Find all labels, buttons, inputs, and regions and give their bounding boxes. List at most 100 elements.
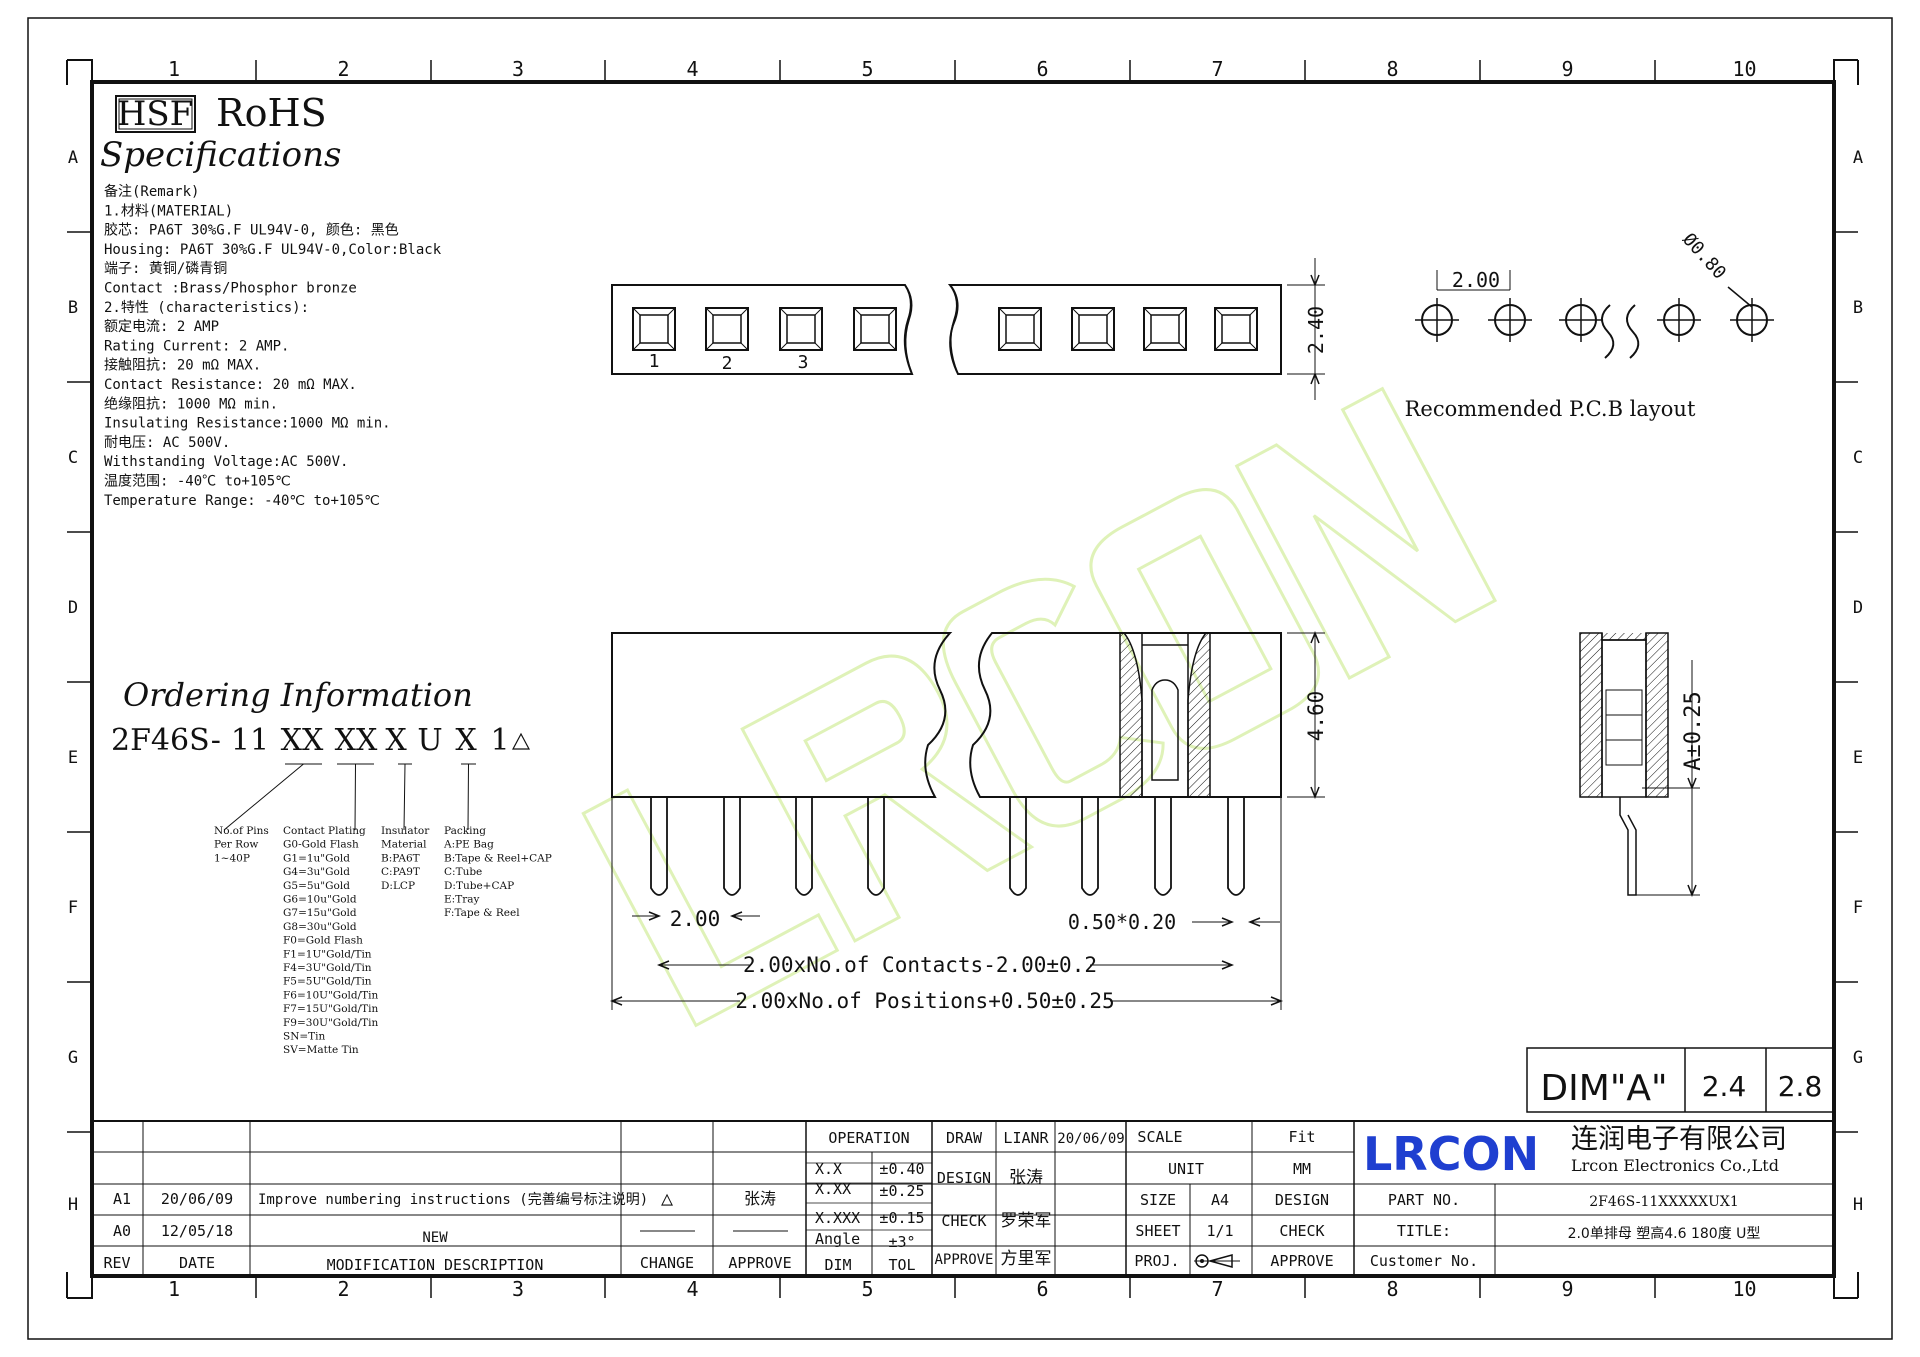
- tolerance-title: OPERATION: [828, 1129, 909, 1147]
- ordering-legend-line: No.of Pins: [214, 825, 269, 837]
- zone-col-label: 9: [1561, 1277, 1573, 1301]
- zone-row-label: F: [1853, 898, 1863, 918]
- pin-label: 1: [649, 351, 660, 372]
- approve-label: APPROVE: [934, 1252, 993, 1268]
- title-block: [92, 1120, 1834, 1276]
- ordering-legend-line: F4=3U"Gold/Tin: [283, 962, 372, 974]
- contact-cavity: [853, 307, 897, 351]
- top-view: 1 2 3 2.40: [611, 258, 1328, 400]
- contact-cavity: [998, 307, 1042, 351]
- zone-row-label: G: [68, 1048, 78, 1068]
- part-prefix: 2F46S-: [111, 723, 221, 758]
- corner-mark: [66, 59, 93, 85]
- tol-dim: X.X: [815, 1160, 842, 1178]
- draw-label: DRAW: [946, 1129, 983, 1147]
- zone-col-label: 10: [1732, 1277, 1756, 1301]
- zone-col-label: 2: [337, 57, 349, 81]
- dim-a-value: 2.4: [1702, 1070, 1747, 1103]
- contact-cavity: [1071, 307, 1115, 351]
- dim-height-2-40: 2.40: [1304, 306, 1328, 354]
- dim-a: A±0.25: [1681, 691, 1706, 770]
- dim-contacts: 2.00xNo.of Contacts-2.00±0.2: [743, 953, 1097, 977]
- size-label: SIZE: [1140, 1191, 1176, 1209]
- ordering-legend-line: C:Tube: [444, 866, 482, 878]
- spec-line: Insulating Resistance:1000 MΩ min.: [104, 416, 391, 432]
- scale-value: Fit: [1288, 1128, 1315, 1146]
- contact-cavity-inner: [1005, 314, 1035, 344]
- ordering-legend-line: F1=1U"Gold/Tin: [283, 948, 372, 960]
- rev-header-desc: MODIFICATION DESCRIPTION: [327, 1256, 544, 1274]
- sheet-label: SHEET: [1135, 1222, 1180, 1240]
- zone-col-label: 5: [861, 1277, 873, 1301]
- ordering-legend-line: F7=15U"Gold/Tin: [283, 1003, 378, 1015]
- zone-col-label: 10: [1732, 57, 1756, 81]
- pcb-pitch-dim: 2.00: [1452, 268, 1500, 292]
- pin-label: 2: [722, 353, 733, 374]
- spec-line: 额定电流: 2 AMP: [104, 319, 219, 335]
- lrcon-watermark: [581, 386, 1498, 1028]
- ordering-legend-line: D:LCP: [381, 880, 415, 892]
- contact-cavity-bevel: [998, 307, 1042, 351]
- hsf-box: [115, 95, 196, 133]
- ordering-legend-line: SN=Tin: [283, 1031, 326, 1043]
- ordering-legend-line: Material: [381, 839, 427, 851]
- meta-design-label: DESIGN: [1275, 1191, 1329, 1209]
- unit-value: MM: [1293, 1160, 1311, 1178]
- side-view: A±0.25: [1579, 632, 1706, 898]
- tol-value: ±0.15: [879, 1209, 924, 1227]
- contact-pin: [867, 797, 885, 896]
- company-name-cn: 连润电子有限公司: [1571, 1124, 1787, 1155]
- rev-header-date: DATE: [179, 1254, 215, 1272]
- rev-id: A1: [113, 1190, 131, 1208]
- check-name: 罗荣军: [1001, 1211, 1052, 1231]
- zone-col-label: 2: [337, 1277, 349, 1301]
- zone-col-label: 7: [1211, 57, 1223, 81]
- company-logo: LRCON: [1363, 1127, 1539, 1181]
- zone-col-label: 5: [861, 57, 873, 81]
- zone-row-label: H: [68, 1195, 78, 1215]
- rev-header-change: CHANGE: [640, 1254, 694, 1272]
- ordering-legend-line: G5=5u"Gold: [283, 880, 350, 892]
- spec-line: 温度范围: -40℃ to+105℃: [104, 473, 291, 490]
- draw-date: 20/06/09: [1057, 1131, 1124, 1147]
- ordering-legend-line: F0=Gold Flash: [283, 935, 363, 947]
- pcb-layout: 2.00 Ø0.80 Recommended P.C.B layout: [1405, 229, 1774, 421]
- part-no-value: 2F46S-11XXXXXUX1: [1589, 1194, 1739, 1210]
- zone-col-label: 6: [1036, 1277, 1048, 1301]
- dim-a-table: DIM"A" 2.4 2.8: [1526, 1047, 1835, 1113]
- corner-mark: [1833, 1272, 1859, 1299]
- zone-col-label: 1: [168, 57, 180, 81]
- ordering-legend-line: G8=30u"Gold: [283, 921, 357, 933]
- contact-pin: [1227, 797, 1245, 896]
- zone-row-label: E: [1853, 748, 1863, 768]
- zone-col-label: 3: [512, 57, 524, 81]
- meta-check-label: CHECK: [1279, 1222, 1324, 1240]
- tol-dim: X.XX: [815, 1180, 851, 1198]
- ordering-legend-line: G0-Gold Flash: [283, 839, 359, 851]
- tol-value: ±3°: [888, 1233, 915, 1251]
- ordering-legend-line: D:Tube+CAP: [444, 880, 514, 892]
- ordering-legend-line: Contact Plating: [283, 825, 366, 837]
- ordering-legend-line: A:PE Bag: [443, 839, 494, 851]
- zone-row-label: H: [1853, 1195, 1863, 1215]
- rev-header-approve: APPROVE: [728, 1254, 791, 1272]
- spec-line: 绝缘阻抗: 1000 MΩ min.: [104, 396, 278, 412]
- contact-pin: [1009, 797, 1027, 896]
- ordering-legend-line: F:Tape & Reel: [444, 907, 520, 919]
- projection-symbol-icon: [1194, 1254, 1240, 1268]
- zone-col-label: 4: [686, 1277, 698, 1301]
- part-code-field: 11: [231, 723, 269, 758]
- zone-col-label: 8: [1386, 57, 1398, 81]
- ordering-legend-line: F9=30U"Gold/Tin: [283, 1017, 378, 1029]
- ordering-legend-line: G1=1u"Gold: [283, 852, 350, 864]
- zone-row-label: D: [1853, 598, 1863, 618]
- unit-label: UNIT: [1168, 1160, 1204, 1178]
- sheet-value: 1/1: [1206, 1222, 1233, 1240]
- contact-cavity: [705, 307, 749, 351]
- ordering-legend-line: B:Tape & Reel+CAP: [444, 852, 552, 864]
- zone-col-label: 7: [1211, 1277, 1223, 1301]
- spec-line: Temperature Range: -40℃ to+105℃: [104, 493, 380, 509]
- pin-label: 3: [798, 352, 809, 373]
- tol-dim: Angle: [815, 1230, 860, 1248]
